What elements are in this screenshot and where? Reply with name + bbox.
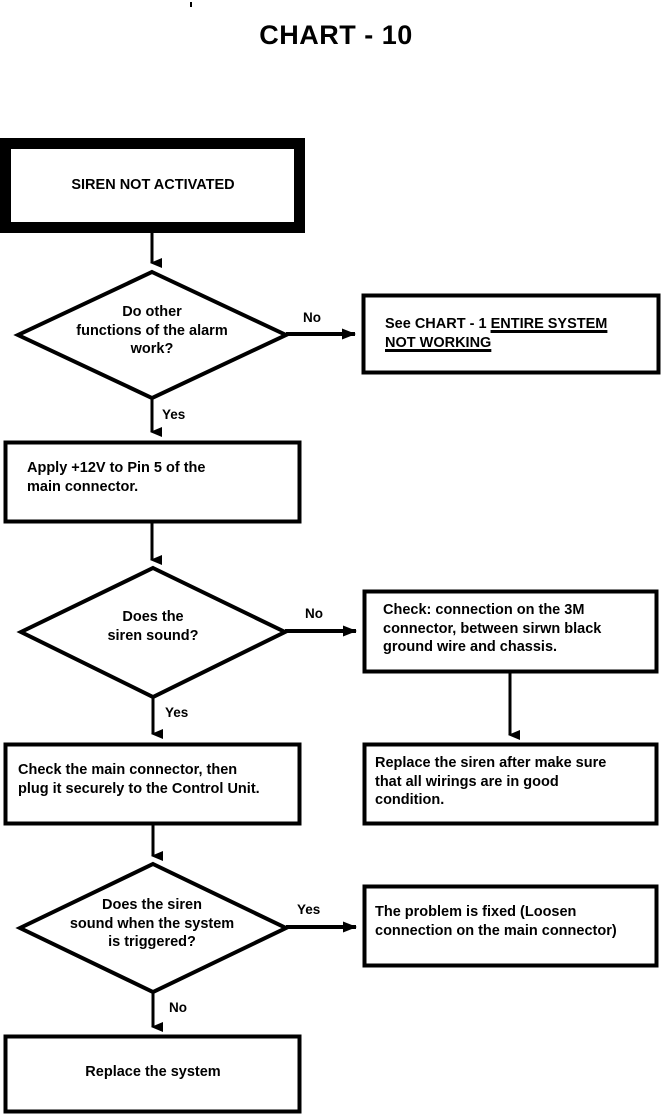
node-siren-not-activated (0, 138, 305, 233)
scan-artifact-speck (190, 2, 192, 7)
node-replace-siren-label: Replace the siren after make sure that a… (375, 755, 607, 809)
node-problem-fixed (362, 884, 659, 968)
edge-label-no-3: No (169, 1000, 187, 1015)
see-chart-1-emph-1: ENTIRE SYSTEM (490, 316, 608, 332)
edge-label-no-1: No (303, 310, 321, 325)
see-chart-1-emph-2: NOT WORKING (385, 334, 492, 351)
node-see-chart-1 (361, 293, 661, 375)
node-decision-does-siren-sound-label: Does the siren sound? (107, 609, 199, 644)
edge-label-yes-3: Yes (297, 902, 321, 917)
edge-label-yes-1: Yes (162, 407, 186, 422)
node-replace-system (3, 1034, 302, 1114)
node-replace-siren (362, 742, 659, 826)
node-siren-not-activated-label: SIREN NOT ACTIVATED (71, 177, 235, 193)
node-apply-12v-label: Apply +12V to Pin 5 of the main connecto… (27, 460, 206, 495)
node-check-3m-connector-label: Check: connection on the 3M connector, b… (383, 602, 602, 656)
node-decision-do-other-functions-label: Do other functions of the alarm work? (76, 304, 228, 358)
node-see-chart-1-label: See CHART - 1 ENTIRE SYSTEM NOT WORKING (385, 315, 653, 352)
page-title: CHART - 10 (259, 20, 413, 50)
node-decision-siren-sound-when-triggered-label: Does the siren sound when the system is … (69, 897, 235, 951)
see-chart-1-lead: See CHART - 1 (385, 316, 491, 332)
node-problem-fixed-label: The problem is fixed (Loosen connection … (375, 904, 617, 939)
edge-label-yes-2: Yes (165, 705, 189, 720)
node-replace-system-label: Replace the system (85, 1064, 221, 1080)
edge-label-no-2: No (305, 606, 323, 621)
node-check-main-connector-label: Check the main connector, then plug it s… (18, 762, 260, 797)
